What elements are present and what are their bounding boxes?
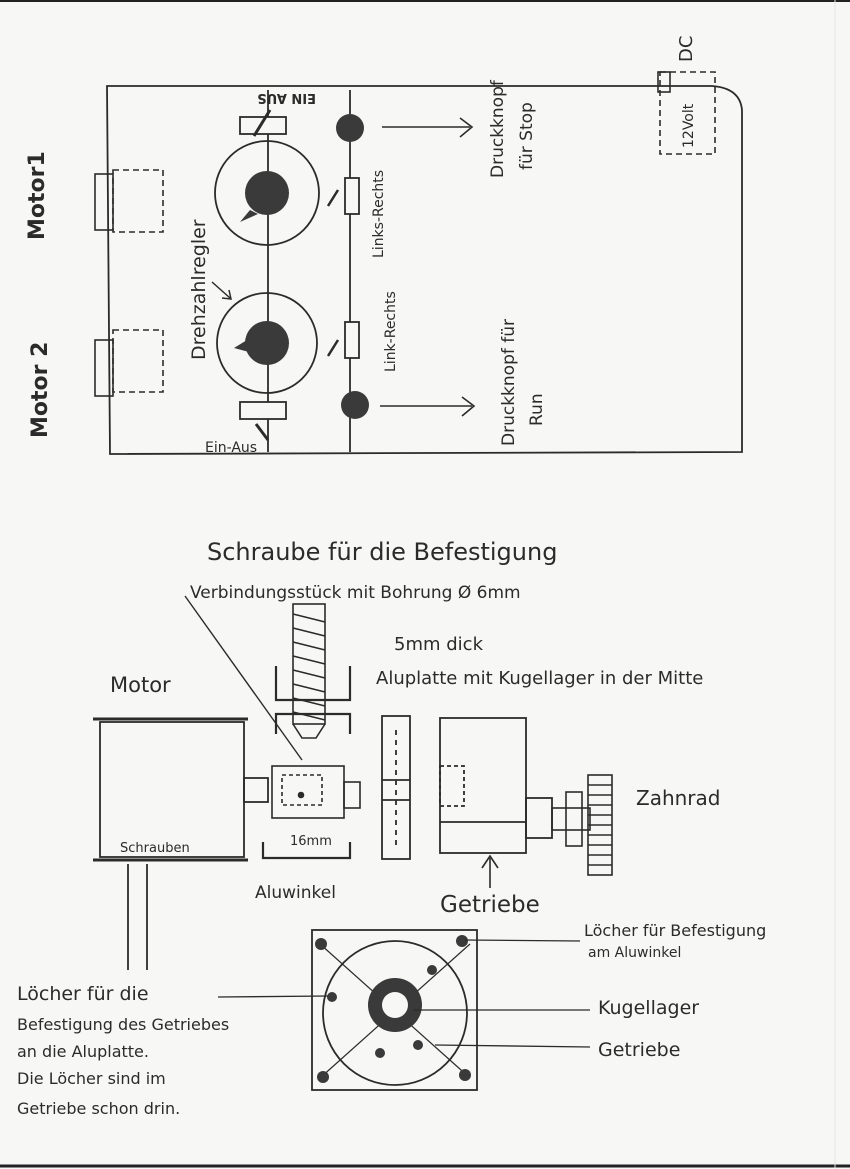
loecher-getriebe-line5: Getriebe schon drin. [17, 1099, 180, 1118]
motor1-label: Motor1 [25, 151, 50, 240]
gearbox-side [439, 717, 553, 854]
ein-aus-label-bottom: Ein-Aus [205, 440, 257, 456]
connector-piece [271, 765, 361, 819]
drehzahlregler-label: Drehzahlregler [188, 219, 210, 360]
gear-wheel [551, 774, 613, 876]
motor-body [93, 717, 269, 970]
loecher-alu-line2: am Aluwinkel [588, 945, 681, 961]
loecher-getriebe-line4: Die Löcher sind im [17, 1069, 166, 1088]
direction-switch-motor1 [326, 177, 360, 215]
aluwinkel-bottom [261, 842, 352, 860]
speed-knob-motor1 [214, 140, 320, 246]
druckknopf-run-line1: Druckknopf für [499, 319, 519, 446]
dc-label: DC [676, 36, 697, 62]
push-button-run [341, 391, 369, 419]
aluplatte-label: Aluplatte mit Kugellager in der Mitte [376, 668, 703, 689]
motor2-label: Motor 2 [28, 342, 53, 438]
verbindung-pointer [184, 595, 303, 761]
dick-label: 5mm dick [394, 634, 484, 655]
loecher-getriebe-line2: Befestigung des Getriebes [17, 1015, 229, 1034]
on-off-switch-motor1 [239, 109, 287, 137]
loecher-alu-line1: Löcher für Befestigung [584, 921, 766, 940]
arrow-regulator [211, 281, 232, 300]
zahnrad-label: Zahnrad [636, 786, 720, 810]
schrauben-label: Schrauben [120, 841, 190, 856]
plate-pointer-lines [217, 939, 591, 1048]
arrow-stop [382, 117, 474, 138]
druckknopf-run-line2: Run [527, 393, 547, 426]
verbindung-label: Verbindungsstück mit Bohrung Ø 6mm [190, 583, 521, 603]
schraube-label: Schraube für die Befestigung [207, 538, 557, 566]
plate-holes [315, 935, 471, 1083]
loecher-getriebe-line1: Löcher für die [17, 983, 149, 1005]
druckknopf-stop-line2: für Stop [517, 102, 537, 170]
alu-plate-side [381, 715, 411, 860]
kugellager-label: Kugellager [598, 997, 699, 1019]
push-button-stop [336, 114, 364, 142]
gearbox-arrow [481, 854, 499, 888]
direction-switch-motor2 [326, 321, 360, 359]
ein-aus-label-top: EIN AUS [257, 90, 316, 105]
aluwinkel-label: Aluwinkel [255, 883, 336, 903]
mm16-label: 16mm [290, 834, 332, 849]
loecher-getriebe-line3: an die Aluplatte. [17, 1042, 149, 1061]
speed-knob-motor2 [216, 292, 318, 394]
kugellager-bearing [368, 978, 422, 1032]
getriebe-label: Getriebe [440, 892, 540, 918]
plate-getriebe-label: Getriebe [598, 1039, 680, 1061]
motor1-connector [94, 169, 164, 233]
links-rechts-label-top: Links-Rechts [371, 170, 387, 258]
dc-socket [657, 71, 716, 155]
motor-label: Motor [110, 673, 171, 697]
arrow-run [380, 396, 476, 417]
motor2-connector [94, 329, 164, 397]
links-rechts-label-bottom: Link-Rechts [383, 291, 399, 372]
control-box [106, 85, 743, 455]
druckknopf-stop-line1: Druckknopf [488, 79, 508, 178]
volt-label: 12Volt [681, 103, 697, 148]
fixing-screw [292, 603, 326, 739]
on-off-switch-motor2 [239, 401, 287, 441]
